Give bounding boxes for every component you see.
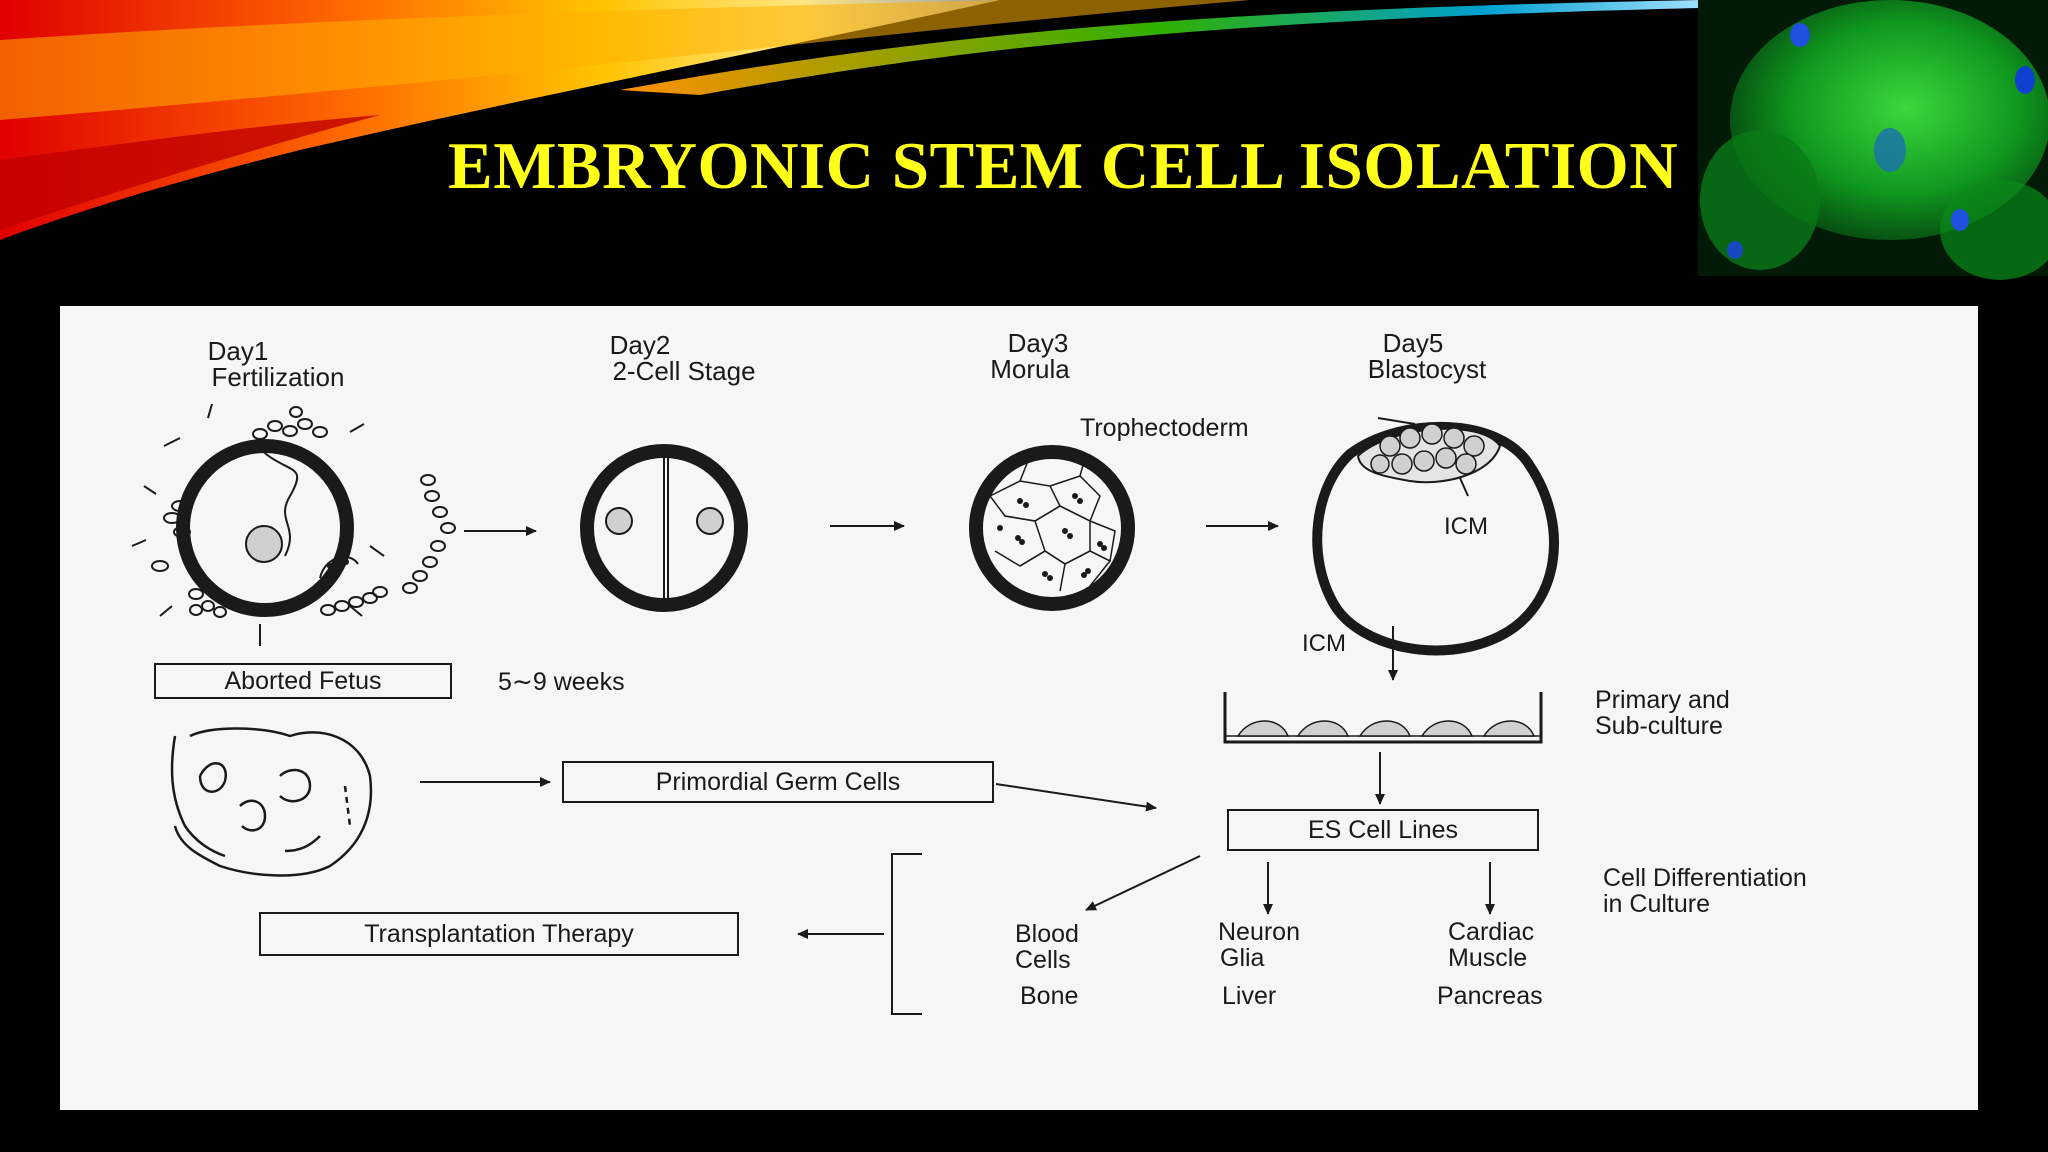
fetus-drawing <box>170 727 373 877</box>
trophectoderm-label: Trophectoderm <box>1080 414 1249 442</box>
arrow-pgc-to-es <box>995 783 1157 812</box>
stage2-name: 2-Cell Stage <box>612 356 755 386</box>
stage4-day: Day5 <box>1383 328 1444 358</box>
morula <box>969 445 1135 611</box>
liver-label: Liver <box>1222 982 1276 1010</box>
cardiac-label-1: Cardiac <box>1448 918 1534 946</box>
two-cell-embryo <box>580 444 748 612</box>
stage1-day: Day1 <box>208 336 269 366</box>
blood-cells-label-1: Blood <box>1015 920 1079 948</box>
primordial-label: Primordial Germ Cells <box>656 768 900 796</box>
icm-arrow-label: ICM <box>1302 630 1346 657</box>
weeks-label: 5∼9 weeks <box>498 668 625 696</box>
culture-dish <box>1223 692 1543 744</box>
icm-inner-label: ICM <box>1444 513 1488 540</box>
es-lines-box <box>1227 809 1539 851</box>
arrow-es-to-blood <box>1085 855 1201 911</box>
diagram-panel: Day1 Fertilization Day2 2-Cell Stage Day… <box>60 306 1978 1110</box>
slide-title: EMBRYONIC STEM CELL ISOLATION <box>448 129 1679 203</box>
primary-culture-label-1: Primary and <box>1595 686 1730 714</box>
stage1-name: Fertilization <box>212 362 345 392</box>
neuron-label-2: Glia <box>1220 944 1265 972</box>
primary-culture-label-2: Sub-culture <box>1595 712 1723 740</box>
blastocyst <box>1312 417 1559 656</box>
bone-label: Bone <box>1020 982 1078 1010</box>
differentiation-label-2: in Culture <box>1603 890 1710 918</box>
es-lines-label: ES Cell Lines <box>1308 816 1458 844</box>
transplant-label: Transplantation Therapy <box>364 920 634 948</box>
outcomes-bracket <box>891 853 922 1015</box>
aborted-fetus-label: Aborted Fetus <box>224 667 381 695</box>
stage4-name: Blastocyst <box>1368 354 1487 384</box>
pancreas-label: Pancreas <box>1437 982 1543 1010</box>
neuron-label-1: Neuron <box>1218 918 1300 946</box>
stage3-name: Morula <box>990 354 1070 384</box>
cardiac-label-2: Muscle <box>1448 944 1527 972</box>
es-isolation-diagram: Day1 Fertilization Day2 2-Cell Stage Day… <box>131 328 1807 1015</box>
fertilized-egg <box>131 403 456 646</box>
transplant-box <box>259 912 739 956</box>
aborted-fetus-box <box>154 663 452 699</box>
header-swoosh <box>0 0 1700 240</box>
blood-cells-label-2: Cells <box>1015 946 1071 974</box>
primordial-box <box>562 761 994 803</box>
stage3-day: Day3 <box>1008 328 1069 358</box>
stem-cell-micrograph <box>1698 0 2048 280</box>
stage2-day: Day2 <box>610 330 671 360</box>
differentiation-label-1: Cell Differentiation <box>1603 864 1807 892</box>
